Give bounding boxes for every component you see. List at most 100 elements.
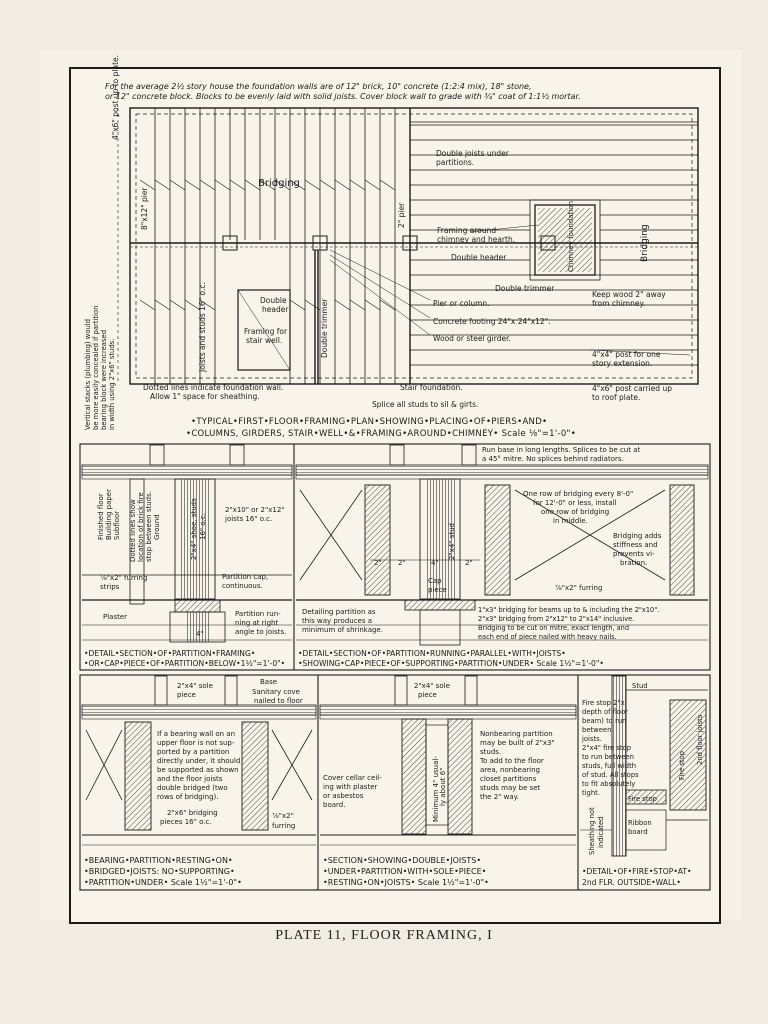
bottom1-title-2: •BRIDGED•JOISTS: NO•SUPPORTING•: [84, 867, 235, 876]
label-sanitary-2: nailed to floor: [254, 697, 303, 705]
label-concrete-footing: Concrete footing 24"x 24"x12".: [433, 317, 551, 326]
label-post-one-story-2: story extension.: [592, 359, 652, 368]
plan-title-line-2: •COLUMNS, GIRDERS, STAIR•WELL•&•FRAMING•…: [186, 429, 576, 439]
label-cover-cellar: Cover cellar ceil-: [323, 774, 382, 782]
label-run-base: Run base in long lengths. Splices to be …: [482, 446, 640, 454]
label-bridging-beams-2: 2"x3" bridging from 2"x12" to 2"x14" inc…: [478, 615, 634, 623]
label-detailing-2: this way produces a: [302, 617, 372, 625]
label-nonbearing-5: area, nonbearing: [480, 766, 540, 774]
label-row-bridging-4: in middle.: [553, 517, 588, 525]
detail-left-labels: Finished floor Building paper Subfloor D…: [97, 489, 286, 638]
bottom3-drawing: [580, 675, 708, 857]
label-firestop-3: beam) to run: [582, 717, 627, 725]
bottom2-title-1: •SECTION•SHOWING•DOUBLE•JOISTS•: [323, 856, 481, 865]
plate-caption: PLATE 11, FLOOR FRAMING, I: [275, 928, 493, 943]
label-vertical-stacks-4: in width using 2"x6" studs.: [108, 339, 116, 430]
label-firestop-1: Fire stop 2"x: [582, 699, 625, 707]
label-framing-stairwell-2: stair well.: [246, 336, 282, 345]
label-dotted-lines-left-3: stop between studs.: [145, 491, 153, 562]
label-nonbearing-1: Nonbearing partition: [480, 730, 553, 738]
label-wood-girder: Wood or steel girder.: [433, 334, 511, 343]
label-nonbearing-7: studs may be set: [480, 784, 541, 792]
label-firestop-4: between: [582, 726, 611, 734]
bottom1-title-1: •BEARING•PARTITION•RESTING•ON•: [84, 856, 233, 865]
label-double-joists-2: partitions.: [436, 158, 474, 167]
label-sole-piece-b2-2: piece: [418, 691, 437, 699]
bottom3-title-1: •DETAIL•OF•FIRE•STOP•AT•: [582, 867, 692, 876]
label-keep-wood-2: from chimney.: [592, 299, 645, 308]
label-bridging-adds: Bridging adds: [613, 532, 662, 540]
label-dim-4: 4": [196, 630, 204, 638]
label-pier-2: 2" pier: [397, 202, 406, 228]
detail-left-title: •DETAIL•SECTION•OF•PARTITION•FRAMING• •O…: [84, 649, 285, 668]
label-bridging-adds-2: stiffness and: [613, 541, 658, 549]
label-bearing-note-1: If a bearing wall on an: [157, 730, 235, 738]
label-bearing-note-3: ported by a partition: [157, 748, 229, 756]
label-cover-cellar-2: ing with plaster: [323, 783, 378, 791]
label-framing-stairwell: Framing for: [244, 327, 288, 336]
label-bearing-note-8: rows of bridging).: [157, 793, 219, 801]
label-double-trimmer: Double trimmer: [320, 298, 329, 358]
label-sanitary: Sanitary cove: [252, 688, 300, 696]
label-bridging-pieces-2: pieces 16" o.c.: [160, 818, 212, 826]
label-sheathing: Sheathing not: [588, 807, 596, 855]
detail-right-title-1: •DETAIL•SECTION•OF•PARTITION•RUNNING•PAR…: [298, 649, 566, 658]
label-sole-piece: 2"x4" sole: [177, 682, 213, 690]
label-nonbearing-3: studs.: [480, 748, 501, 756]
label-bearing-note-7: double bridged (two: [157, 784, 228, 792]
label-post-one-story: 4"x4" post for one: [592, 350, 661, 359]
label-post-roof: 4"x6" post carried up: [592, 384, 672, 393]
label-pier-or-column: Pier or column.: [433, 299, 490, 308]
label-post-to-plate: 4"x6" post up to plate.: [111, 55, 120, 140]
label-firestop-11: tight.: [582, 789, 600, 797]
bottom3-title-2: 2nd FLR. OUTSIDE•WALL•: [582, 878, 681, 887]
bottom1-title: •BEARING•PARTITION•RESTING•ON• •BRIDGED•…: [84, 856, 242, 887]
label-post-roof-2: to roof plate.: [592, 393, 640, 402]
label-chimney-foundation: Chimney foundation: [567, 201, 575, 272]
label-dim-2b: 2": [398, 559, 406, 567]
label-ribbon-2: board: [628, 828, 648, 836]
label-sheathing-2: indicated: [597, 817, 605, 848]
label-partition-cap: Partition cap,: [222, 573, 268, 581]
label-vertical-stacks-1: Vertical stacks (plumbing) would: [84, 319, 92, 430]
label-subfloor: Subfloor: [113, 511, 121, 540]
label-joists: 2"x10" or 2"x12": [225, 506, 285, 514]
label-sole-piece-b2: 2"x4" sole: [414, 682, 450, 690]
top-note: For the average 2½ story house the found…: [105, 82, 581, 101]
label-dotted-lines: Dotted lines indicate foundation wall.: [143, 383, 283, 392]
label-dotted-lines-left: Dotted lines show: [129, 499, 137, 562]
label-detailing-3: minimum of shrinkage.: [302, 626, 383, 634]
label-firestop-7: to run between: [582, 753, 634, 761]
label-bridging-adds-4: bration.: [620, 559, 647, 567]
label-building-paper: Building paper: [105, 489, 113, 540]
floor-plan: [117, 107, 699, 385]
label-firestop-6: 2"x4" fire stop: [582, 744, 631, 752]
label-bottom-furring-2: furring: [272, 822, 295, 830]
middle-row-frame: [79, 443, 711, 671]
top-note-line-1: For the average 2½ story house the found…: [105, 82, 532, 91]
label-vertical-stacks-3: bearing block were increased: [100, 330, 108, 430]
label-plaster: Plaster: [103, 613, 127, 621]
label-dotted-lines-2: Allow 1" space for sheathing.: [150, 392, 260, 401]
label-nonbearing-6: closet partitions: [480, 775, 537, 783]
label-sole-piece-2: piece: [177, 691, 196, 699]
label-bearing-note-5: be supported as shown: [157, 766, 239, 774]
label-bearing-note-6: and the floor joists: [157, 775, 223, 783]
label-row-bridging-2: for 12'-0" or less, install: [533, 499, 616, 507]
label-firestop-5: joists.: [581, 735, 602, 743]
label-double-header-right: Double header: [451, 253, 507, 262]
label-partition-run-3: angle to joists.: [235, 628, 286, 636]
detail-left-title-1: •DETAIL•SECTION•OF•PARTITION•FRAMING•: [84, 649, 255, 658]
label-nonbearing-4: To add to the floor: [479, 757, 544, 765]
label-joists-studs: Joists and studs 16" o.c.: [198, 282, 207, 373]
bottom2-title-3: •RESTING•ON•JOISTS• Scale 1½"=1'-0"•: [323, 878, 489, 887]
label-cap-2: piece: [428, 586, 447, 594]
label-bridging-beams: 1"x3" bridging for beams up to & includi…: [478, 606, 659, 614]
label-firestop-2: depth of floor: [582, 708, 628, 716]
detail-right-drawing: [295, 444, 709, 646]
label-splice-studs: Splice all studs to sil & girts.: [372, 400, 478, 409]
label-partition-cap-2: continuous.: [222, 582, 263, 590]
label-furring-2: strips: [100, 583, 120, 591]
detail-right-title: •DETAIL•SECTION•OF•PARTITION•RUNNING•PAR…: [298, 649, 604, 668]
